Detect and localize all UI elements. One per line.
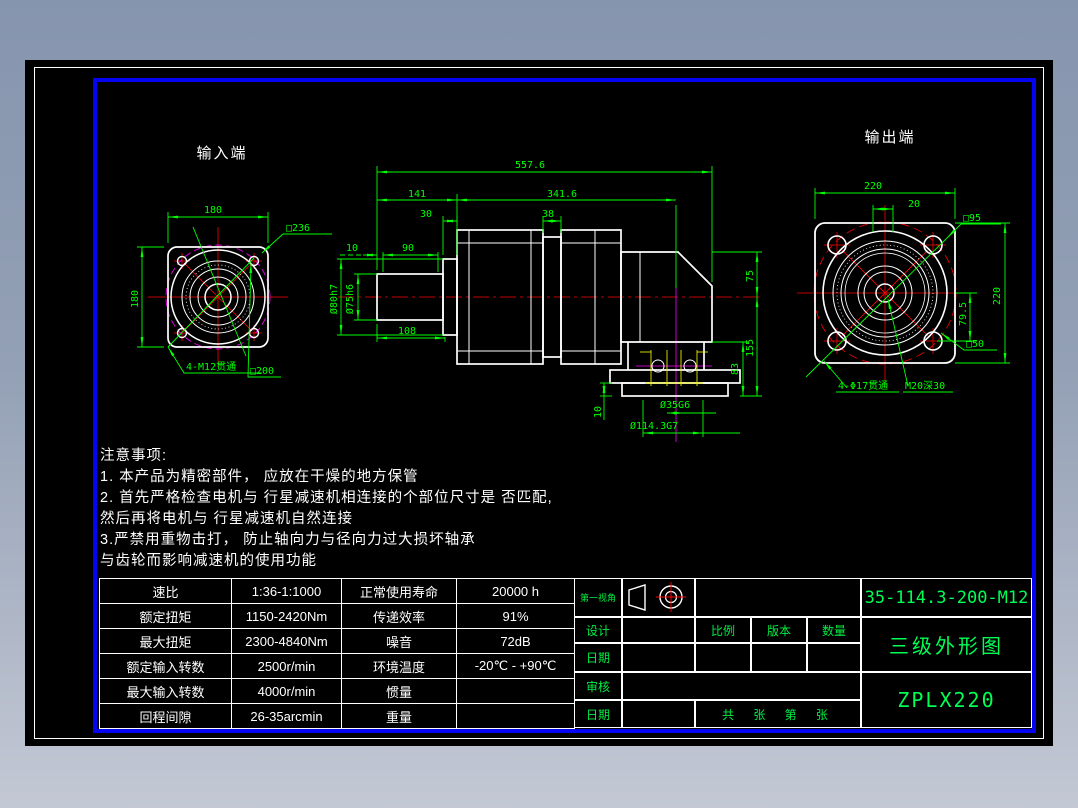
review-label: 审核 <box>574 672 622 700</box>
quantity-value-cell <box>807 643 861 672</box>
spec-cell: 重量 <box>342 704 457 729</box>
note-line: 3.严禁用重物击打， 防止轴向力与径向力过大损坏轴承 <box>100 532 476 548</box>
spec-cell: 1150-2420Nm <box>232 604 342 629</box>
spec-cell <box>457 679 575 704</box>
design-value-cell <box>622 617 695 643</box>
drawing-name: 三级外形图 <box>861 617 1032 672</box>
spec-cell: 最大扭矩 <box>100 629 232 654</box>
model-code: ZPLX220 <box>861 672 1032 728</box>
sheet-count-cell: 共 张 第 张 <box>695 700 861 728</box>
spec-cell: 环境温度 <box>342 654 457 679</box>
spec-cell: 正常使用寿命 <box>342 579 457 604</box>
notes-block: 注意事项: 1. 本产品为精密部件， 应放在干燥的地方保管 2. 首先严格检查电机与… <box>100 446 553 572</box>
spec-cell: 传递效率 <box>342 604 457 629</box>
spec-cell: 速比 <box>100 579 232 604</box>
spec-cell: 额定扭矩 <box>100 604 232 629</box>
spec-cell <box>457 704 575 729</box>
spec-cell: 91% <box>457 604 575 629</box>
note-line: 与齿轮而影响减速机的使用功能 <box>100 553 317 569</box>
spec-cell: 26-35arcmin <box>232 704 342 729</box>
spec-cell: 最大输入转数 <box>100 679 232 704</box>
first-angle-symbol <box>622 578 695 617</box>
spec-cell: 4000r/min <box>232 679 342 704</box>
version-value-cell <box>751 643 807 672</box>
first-angle-label: 第一视角 <box>574 578 622 617</box>
notes-title: 注意事项: <box>100 448 168 464</box>
version-label: 版本 <box>751 617 807 643</box>
spec-cell: 噪音 <box>342 629 457 654</box>
title-empty-cell <box>695 578 861 617</box>
spec-cell: 回程间隙 <box>100 704 232 729</box>
title-block: 第一视角 35-114.3-200-M12 设计 比例 版本 数量 三级外形图 … <box>574 578 1032 728</box>
note-line: 然后再将电机与 行星减速机自然连接 <box>100 511 354 527</box>
review-value-cell <box>622 672 861 700</box>
spec-cell: 2500r/min <box>232 654 342 679</box>
sheet-blue-frame <box>93 78 1036 733</box>
quantity-label: 数量 <box>807 617 861 643</box>
scale-label: 比例 <box>695 617 751 643</box>
spec-cell: 1:36-1:1000 <box>232 579 342 604</box>
date2-value-cell <box>622 700 695 728</box>
spec-cell: 2300-4840Nm <box>232 629 342 654</box>
note-line: 1. 本产品为精密部件， 应放在干燥的地方保管 <box>100 469 419 485</box>
first-angle-projection-icon <box>628 582 686 612</box>
spec-cell: 惯量 <box>342 679 457 704</box>
date-label: 日期 <box>574 643 622 672</box>
scale-value-cell <box>695 643 751 672</box>
note-line: 2. 首先严格检查电机与 行星减速机相连接的个部位尺寸是 否匹配, <box>100 490 553 506</box>
date2-label: 日期 <box>574 700 622 728</box>
part-code: 35-114.3-200-M12 <box>861 578 1032 617</box>
spec-cell: 72dB <box>457 629 575 654</box>
spec-cell: 20000 h <box>457 579 575 604</box>
design-label: 设计 <box>574 617 622 643</box>
spec-table: 速比 1:36-1:1000 正常使用寿命 20000 h 额定扭矩 1150-… <box>99 578 575 729</box>
spec-cell: 额定输入转数 <box>100 654 232 679</box>
spec-cell: -20℃ - +90℃ <box>457 654 575 679</box>
sheet-outer-border <box>34 67 1044 739</box>
date-value-cell <box>622 643 695 672</box>
